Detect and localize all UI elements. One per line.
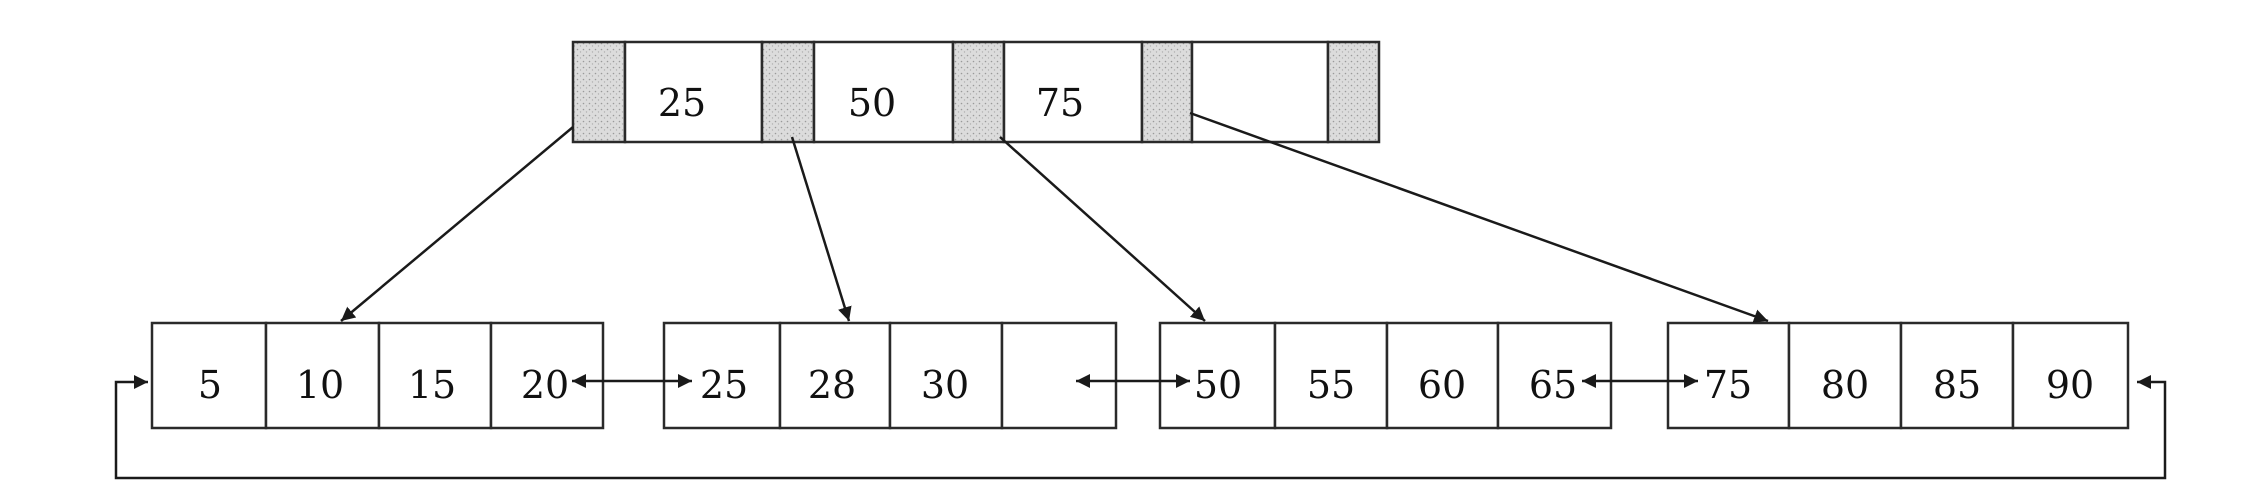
root-to-leaf-3-arrow xyxy=(999,136,1206,322)
root-pointer-1 xyxy=(760,40,816,144)
leaf-node-3: 50 55 60 65 xyxy=(1158,321,1613,430)
root-key-cell-1 xyxy=(812,40,955,144)
root-key-cell-0 xyxy=(623,40,764,144)
leaf-1-cell-2 xyxy=(377,321,493,430)
root-pointer-2 xyxy=(951,40,1006,144)
leaf-3-key-3: 65 xyxy=(1529,363,1577,407)
leaf-3-cell-2 xyxy=(1385,321,1500,430)
root-to-leaf-4-arrow xyxy=(1189,111,1769,323)
root-key-1: 50 xyxy=(848,81,896,125)
leaf-2-key-2: 30 xyxy=(921,363,969,407)
leaf-node-4: 75 80 85 90 xyxy=(1666,321,2130,430)
leaf-2-key-1: 28 xyxy=(808,363,856,407)
sibling-link-arrows xyxy=(114,374,2167,480)
leaf-1-cell-1 xyxy=(264,321,381,430)
leaf-3-key-2: 60 xyxy=(1418,363,1466,407)
root-key-0: 25 xyxy=(658,81,706,125)
wraparound-link xyxy=(2137,375,2167,480)
leaf-4-key-1: 80 xyxy=(1821,363,1869,407)
leaf-3-key-1: 55 xyxy=(1307,363,1355,407)
leaf-1-key-3: 20 xyxy=(521,363,569,407)
root-key-cell-3 xyxy=(1190,40,1330,144)
leaf-4-key-0: 75 xyxy=(1704,363,1752,407)
leaf-3-key-0: 50 xyxy=(1194,363,1242,407)
child-pointer-arrows xyxy=(340,111,1769,323)
leaf-2-key-0: 25 xyxy=(700,363,748,407)
leaf-node-1: 5 10 15 20 xyxy=(150,321,605,430)
root-node: 25 50 75 xyxy=(571,40,1381,144)
leaf-1-key-0: 5 xyxy=(198,363,222,407)
root-to-leaf-2-arrow xyxy=(790,136,852,322)
leaf-4-cell-1 xyxy=(1787,321,1903,430)
leaf-4-key-3: 90 xyxy=(2046,363,2094,407)
leaf-4-cell-2 xyxy=(1899,321,2015,430)
leaf-1-key-1: 10 xyxy=(296,363,344,407)
root-key-cell-2 xyxy=(1002,40,1144,144)
root-key-2: 75 xyxy=(1036,81,1084,125)
root-pointer-3 xyxy=(1140,40,1194,144)
leaf-node-2: 25 28 30 xyxy=(662,321,1118,430)
leaf-4-cell-3 xyxy=(2011,321,2130,430)
root-pointer-0 xyxy=(571,40,627,144)
root-pointer-4 xyxy=(1326,40,1381,144)
leaf-3-cell-1 xyxy=(1273,321,1389,430)
leaf-2-cell-2 xyxy=(888,321,1004,430)
leaf-2-cell-1 xyxy=(778,321,892,430)
leaf-2-cell-3 xyxy=(1000,321,1118,430)
wraparound-link-start xyxy=(114,375,2143,480)
root-to-leaf-1-arrow xyxy=(340,126,574,322)
leaf-4-key-2: 85 xyxy=(1933,363,1981,407)
leaf-1-key-2: 15 xyxy=(408,363,456,407)
